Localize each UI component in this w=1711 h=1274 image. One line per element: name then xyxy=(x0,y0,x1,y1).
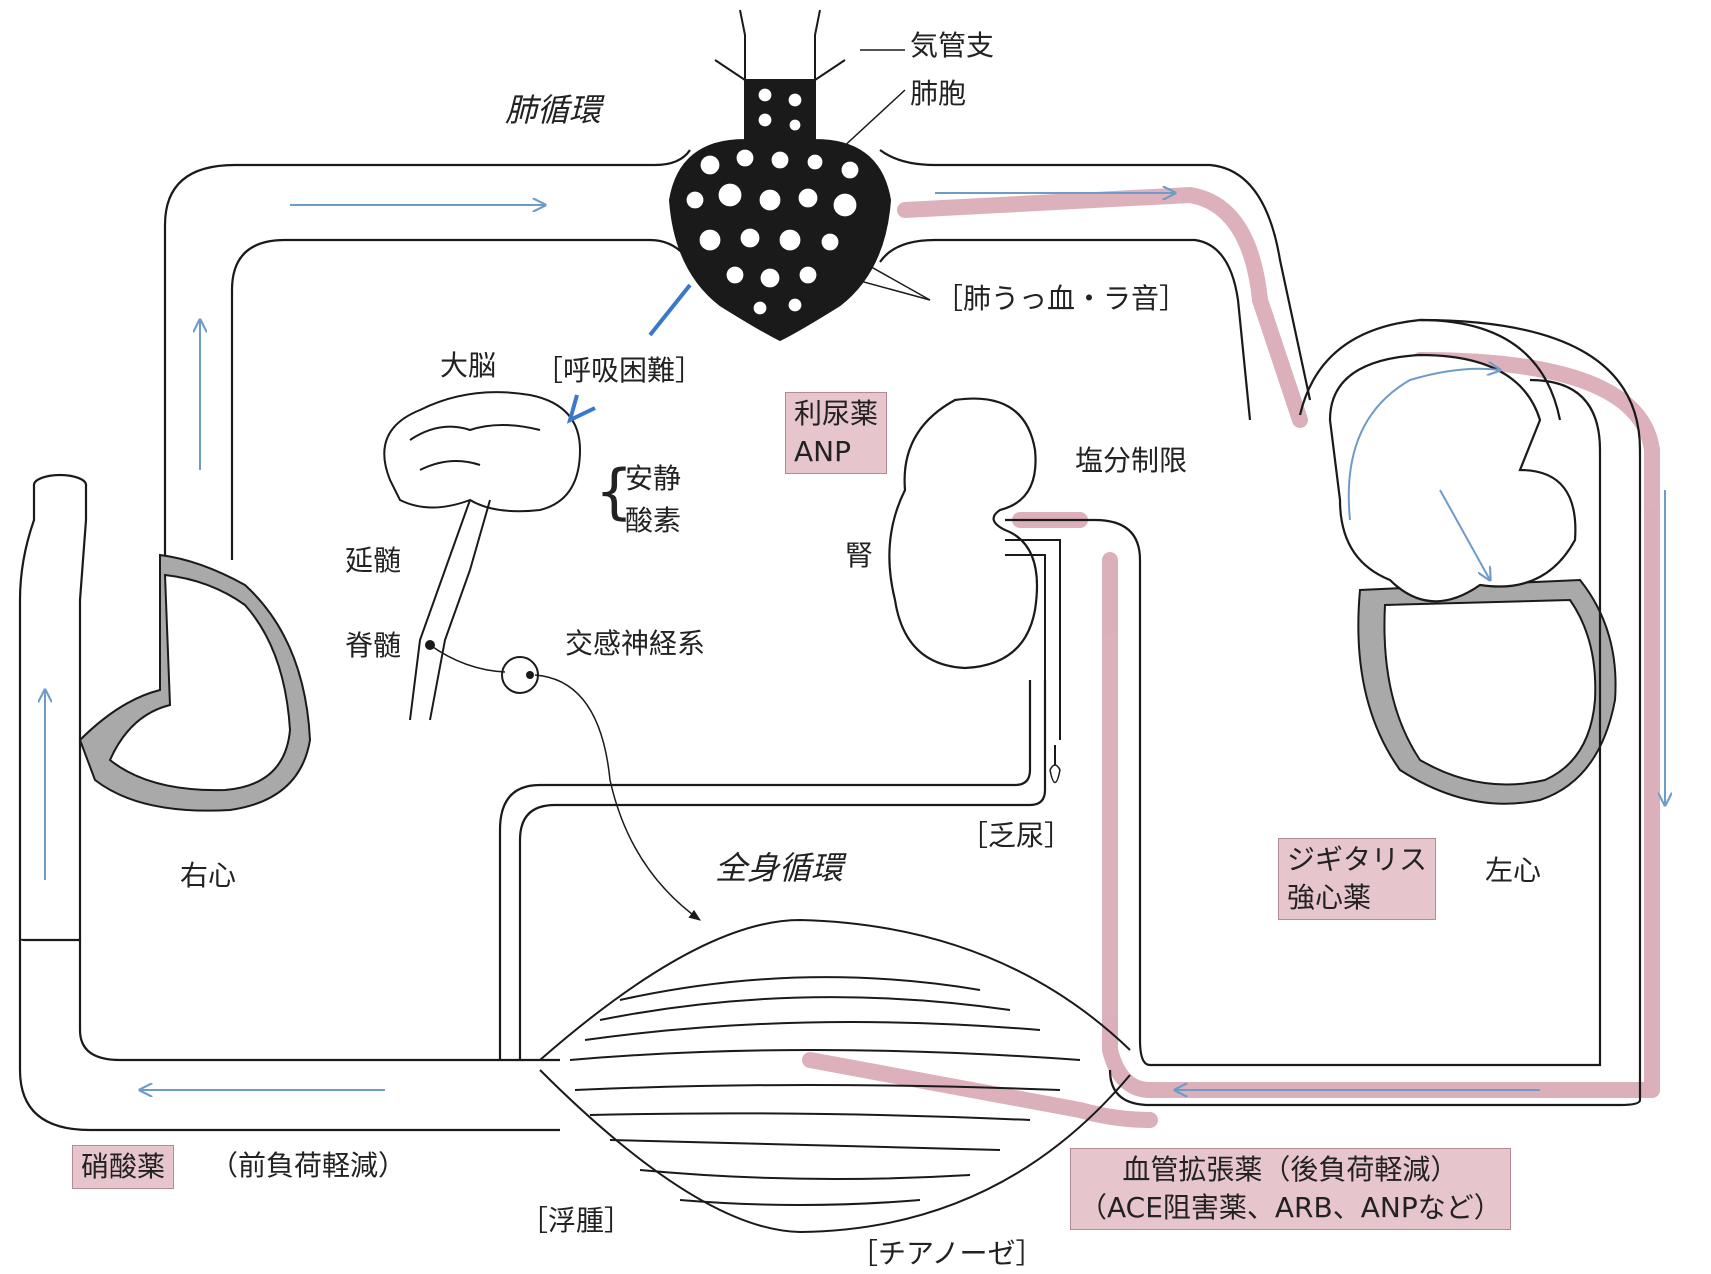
left-heart xyxy=(1300,320,1616,804)
label-edema: ［浮腫］ xyxy=(520,1205,632,1237)
drug-inotrope-name: 強心薬 xyxy=(1287,879,1427,917)
label-pulmonary-circulation: 肺循環 xyxy=(505,92,601,129)
right-heart xyxy=(80,555,310,811)
label-systemic-circulation: 全身循環 xyxy=(715,850,843,887)
label-rest-oxygen-brace: { xyxy=(595,462,633,522)
label-rest: 安静 xyxy=(625,463,681,495)
kidney xyxy=(889,399,1060,783)
label-medulla: 延髄 xyxy=(345,545,401,577)
drug-diuretic-name: 利尿薬 xyxy=(794,395,878,433)
drug-digitalis-name: ジギタリス xyxy=(1287,841,1427,879)
drug-anp-name: ANP xyxy=(794,433,878,471)
drug-box-nitrate: 硝酸薬 xyxy=(72,1145,174,1189)
label-sympathetic: 交感神経系 xyxy=(565,628,705,660)
label-bronchus: 気管支 xyxy=(910,30,994,62)
label-oxygen: 酸素 xyxy=(625,505,681,537)
label-right-heart: 右心 xyxy=(180,860,236,892)
dyspnea-link xyxy=(650,285,690,335)
label-cyanosis: ［チアノーゼ］ xyxy=(850,1238,1043,1270)
drug-box-digitalis: ジギタリス 強心薬 xyxy=(1278,838,1436,920)
label-salt-restriction: 塩分制限 xyxy=(1075,445,1187,477)
label-left-heart: 左心 xyxy=(1485,855,1541,887)
drug-vasodilator-examples: （ACE阻害薬、ARB、ANPなど） xyxy=(1079,1189,1502,1227)
drug-box-diuretic: 利尿薬 ANP xyxy=(785,392,887,474)
label-dyspnea: ［呼吸困難］ xyxy=(535,355,703,387)
capillary-bed xyxy=(540,920,1130,1232)
brain xyxy=(384,392,580,720)
drug-vasodilator-name: 血管拡張薬（後負荷軽減） xyxy=(1079,1151,1502,1189)
label-spinal-cord: 脊髄 xyxy=(345,630,401,662)
label-lung-congestion: ［肺うっ血・ラ音］ xyxy=(935,283,1187,315)
label-alveolus: 肺胞 xyxy=(910,78,966,110)
lung xyxy=(670,10,930,340)
label-cerebrum: 大脳 xyxy=(440,350,496,382)
drug-nitrate-name: 硝酸薬 xyxy=(81,1148,165,1186)
dyspnea-arrow-icon xyxy=(570,395,595,420)
label-kidney: 腎 xyxy=(845,540,873,572)
label-oliguria: ［乏尿］ xyxy=(960,820,1072,852)
sympathetic-ganglion xyxy=(425,640,700,920)
label-preload: （前負荷軽減） xyxy=(210,1150,406,1182)
drug-box-vasodilator: 血管拡張薬（後負荷軽減） （ACE阻害薬、ARB、ANPなど） xyxy=(1070,1148,1511,1230)
vena-cava xyxy=(20,475,560,1130)
